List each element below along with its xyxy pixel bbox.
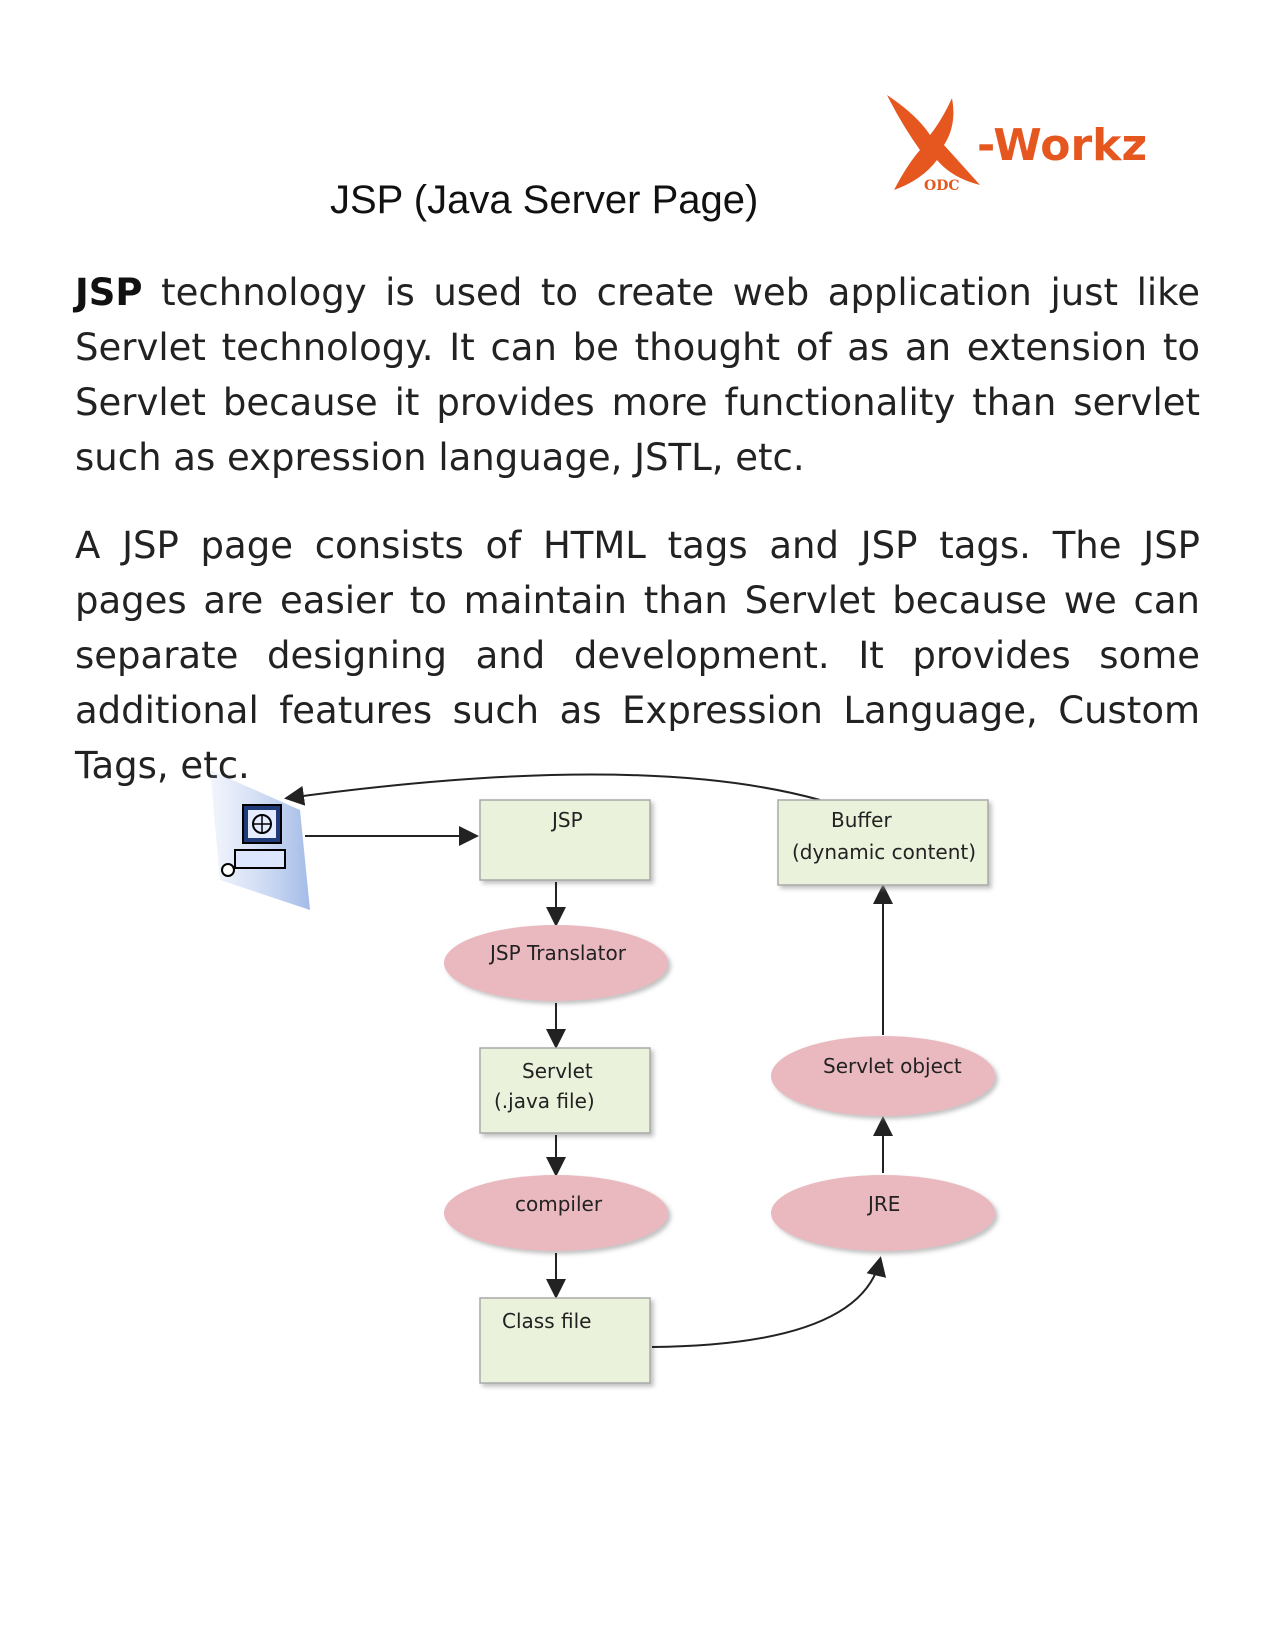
svg-text:JSP: JSP	[550, 808, 583, 832]
node-class-file: Class file	[479, 1297, 651, 1384]
jsp-lifecycle-diagram: JSP JSP Translator Servlet (.java file) …	[210, 770, 995, 1384]
node-buffer: Buffer (dynamic content)	[777, 799, 989, 886]
svg-text:compiler: compiler	[515, 1192, 603, 1216]
node-jsp-translator: JSP Translator	[444, 925, 668, 1001]
svg-text:Buffer: Buffer	[831, 808, 892, 832]
svg-text:Servlet object: Servlet object	[823, 1054, 962, 1078]
paragraph-jsp-intro: JSP technology is used to create web app…	[75, 265, 1200, 485]
svg-text:Class file: Class file	[502, 1309, 591, 1333]
svg-text:JSP Translator: JSP Translator	[488, 941, 627, 965]
node-jre: JRE	[771, 1175, 995, 1251]
svg-text:(dynamic content): (dynamic content)	[792, 840, 976, 864]
logo-text: -Workz	[977, 120, 1147, 171]
paragraph-text: technology is used to create web applica…	[75, 271, 1200, 479]
xworkz-logo: ODC -Workz	[887, 95, 1147, 194]
page-title: JSP (Java Server Page)	[330, 178, 759, 222]
node-compiler: compiler	[444, 1175, 668, 1251]
node-jsp: JSP	[479, 799, 651, 881]
node-servlet-object: Servlet object	[771, 1036, 995, 1116]
client-computer-icon	[210, 770, 310, 910]
svg-text:Servlet: Servlet	[522, 1059, 593, 1083]
paragraph-jsp-page: A JSP page consists of HTML tags and JSP…	[75, 524, 1200, 787]
node-servlet-java-file: Servlet (.java file)	[479, 1047, 651, 1134]
paragraph-bold-term: JSP	[75, 271, 143, 314]
svg-text:JRE: JRE	[866, 1192, 900, 1216]
svg-text:(.java file): (.java file)	[494, 1089, 595, 1113]
logo-subtext: ODC	[924, 178, 959, 194]
